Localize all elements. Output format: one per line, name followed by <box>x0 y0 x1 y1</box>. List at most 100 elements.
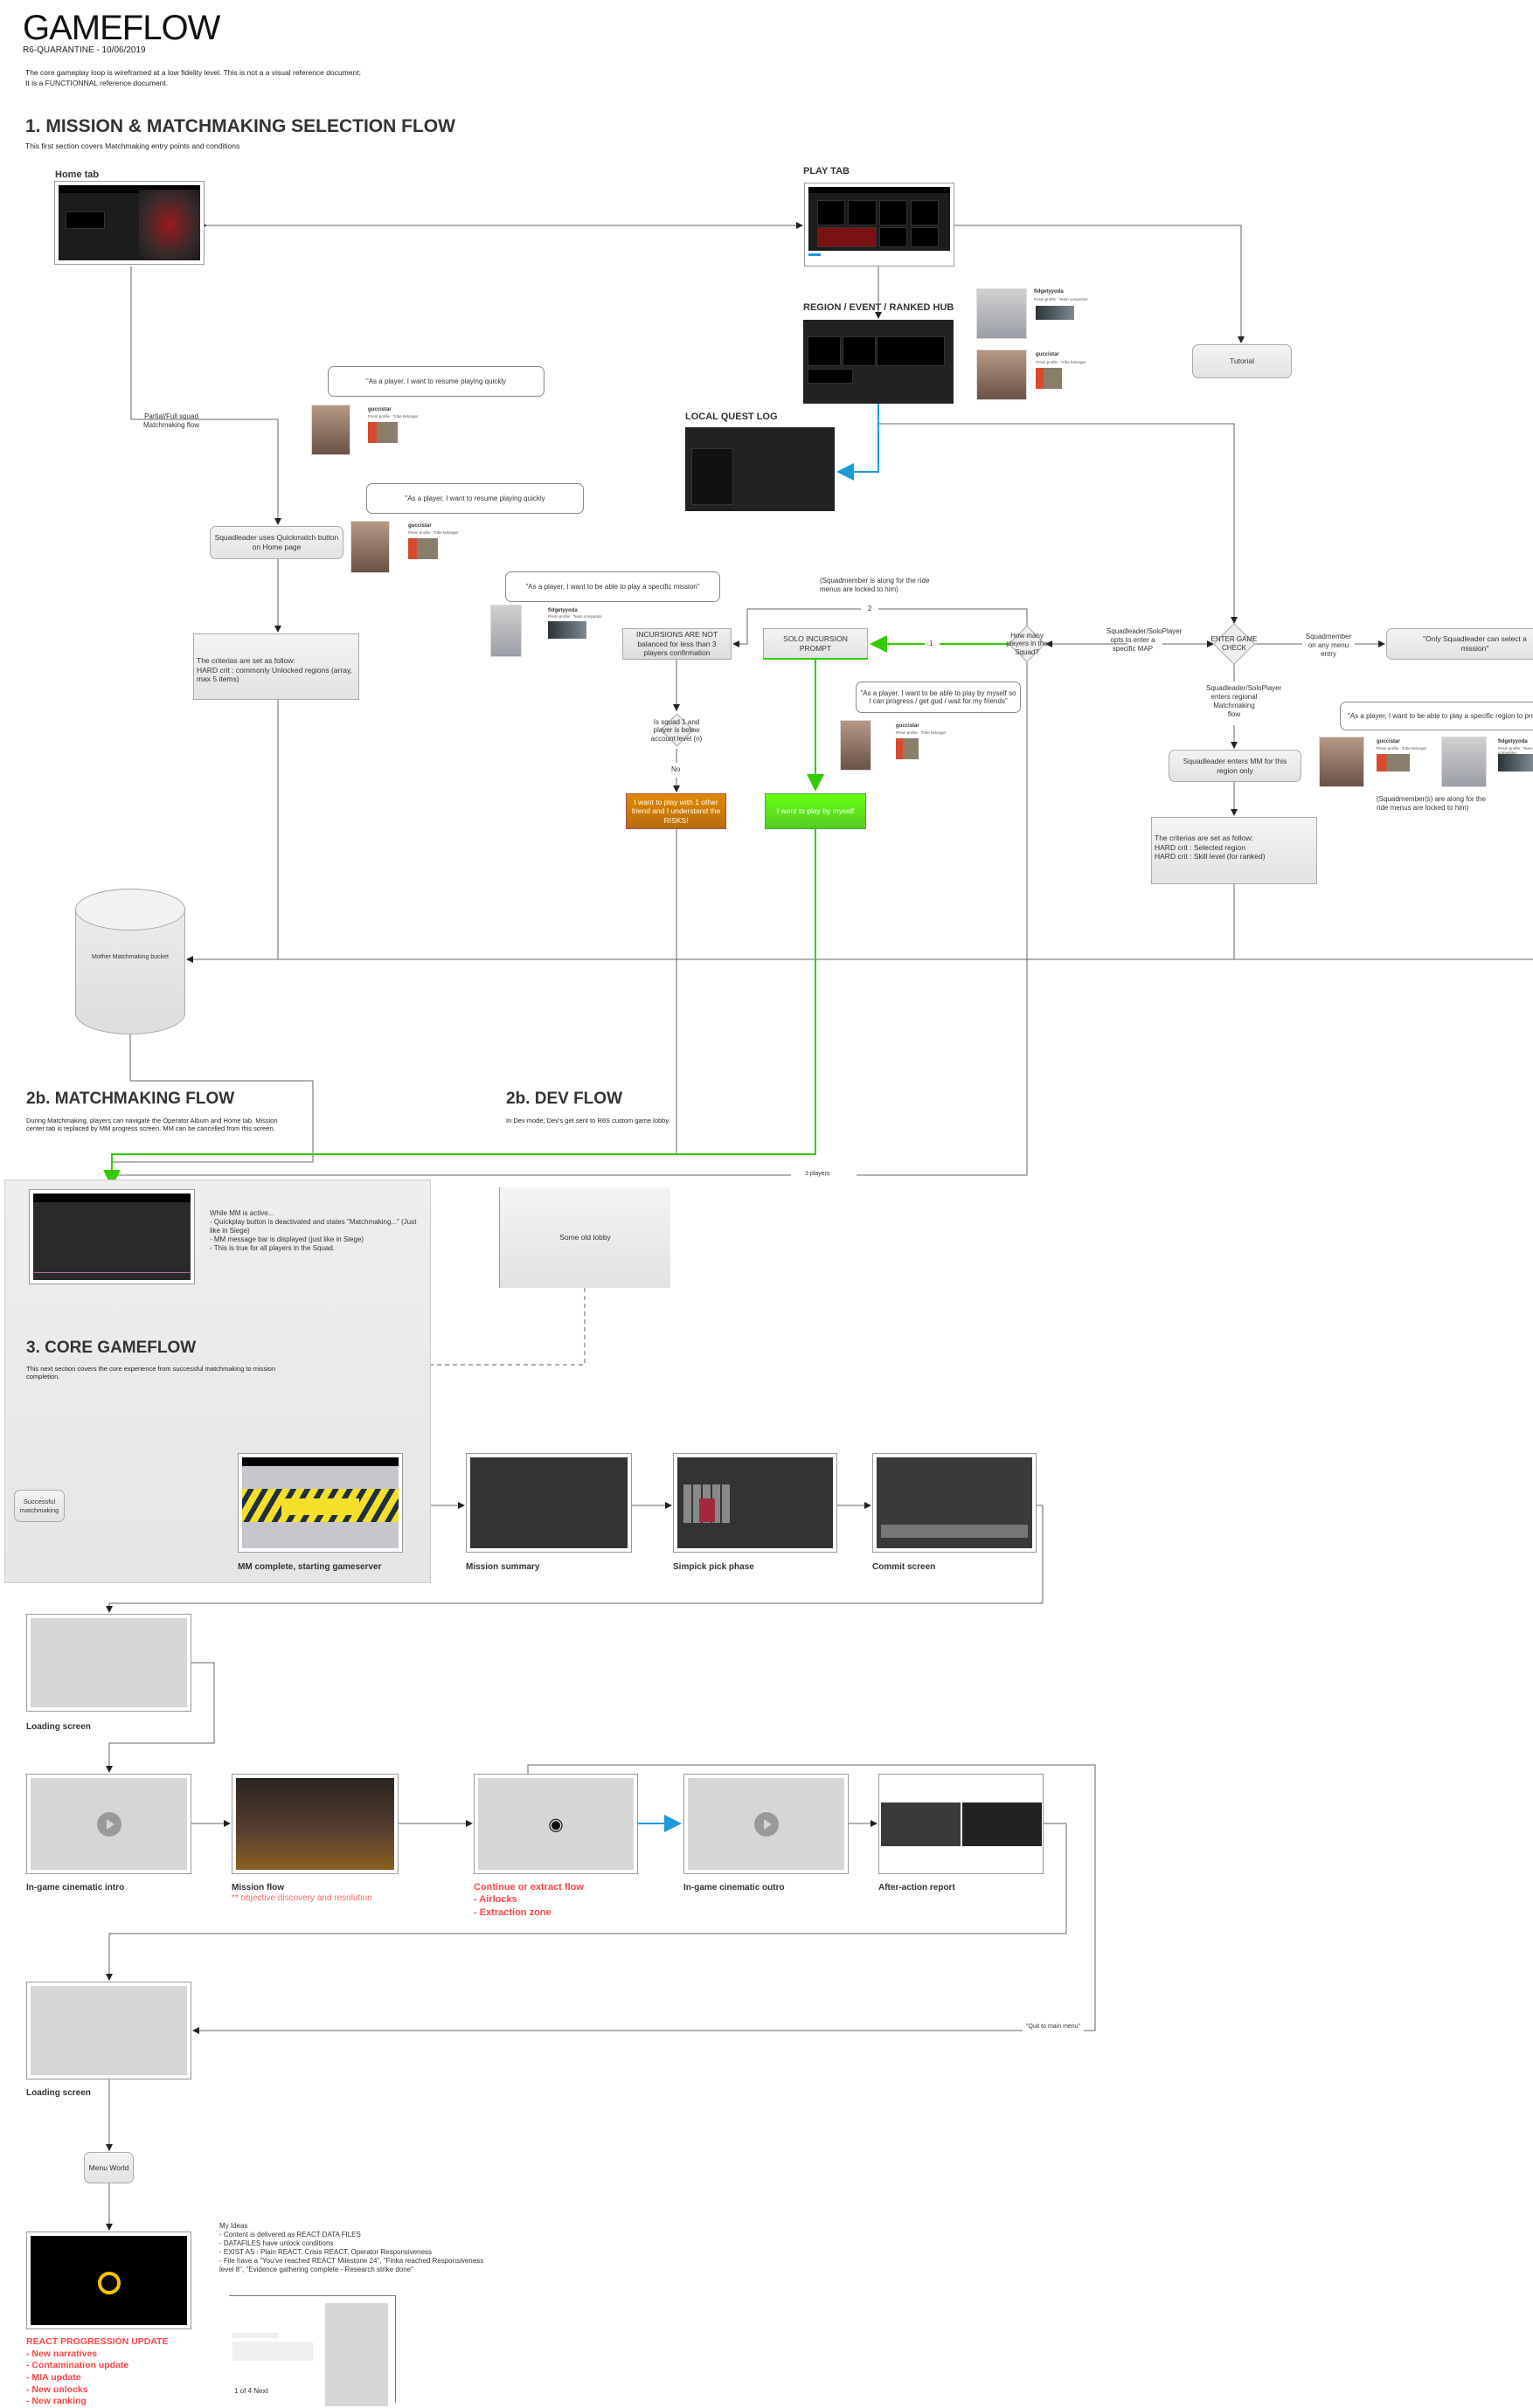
game-thumbnail <box>368 422 398 443</box>
core-gameflow-description: This next section covers the core experi… <box>26 1365 276 1381</box>
avatar-guccistar <box>350 521 390 573</box>
continue-extract-notes: Continue or extract flow - Airlocks - Ex… <box>474 1881 584 1919</box>
play-by-myself-choice[interactable]: I want to play by myself <box>765 793 866 829</box>
loading-screen-2[interactable] <box>26 1982 191 2079</box>
criteria-box-1: The criterias are set as follow: HARD cr… <box>193 633 359 700</box>
dev-flow-title: 2b. DEV FLOW <box>506 1090 622 1108</box>
idea-item: - DATAFILES have unlock conditions <box>219 2239 334 2247</box>
dev-flow-description: In Dev mode, Dev's get sent to R6S custo… <box>506 1117 670 1124</box>
play-with-friend-choice[interactable]: I want to play with 1 other friend and I… <box>626 793 726 829</box>
section-1-description: This first section covers Matchmaking en… <box>25 142 240 150</box>
incursions-not-balanced-node[interactable]: INCURSIONS ARE NOT balanced for less tha… <box>622 628 732 660</box>
avatar-fidgetyyoda <box>1441 737 1487 787</box>
cinematic-intro-screenshot[interactable] <box>26 1774 191 1874</box>
page-title: GAMEFLOW <box>23 9 220 47</box>
persona-name: guccistar <box>1377 739 1400 744</box>
enters-mm-region-node[interactable]: Squadleader enters MM for this region on… <box>1169 750 1301 782</box>
react-title: REACT PROGRESSION UPDATE <box>26 2336 169 2347</box>
mm-flow-description: During Matchmaking, players can navigate… <box>26 1117 278 1133</box>
idea-item: - EXIST AS : Plain REACT, Crisis REACT, … <box>219 2248 433 2256</box>
ideas-title: My Ideas <box>219 2222 248 2230</box>
loading-screen-label: Loading screen <box>26 1722 91 1732</box>
criteria-box-2: The criterias are set as follow: HARD cr… <box>1151 817 1317 884</box>
pager-next-link[interactable]: 1 of 4 Next <box>234 2387 268 2395</box>
cinematic-outro-screenshot[interactable] <box>683 1774 849 1874</box>
criteria-title: The criterias are set as follow: <box>1155 834 1253 842</box>
persona-name: guccistar <box>896 723 919 729</box>
my-ideas-notes: My Ideas - Content is delivered as REACT… <box>219 2222 499 2274</box>
loading-screen-1[interactable] <box>26 1614 191 1712</box>
mother-bucket-label: Mother Matchmaking bucket <box>92 954 169 960</box>
avatar-guccistar <box>976 349 1027 400</box>
mission-flow-screenshot[interactable] <box>232 1774 399 1874</box>
region-hub-label: REGION / EVENT / RANKED HUB <box>803 302 954 313</box>
commit-screenshot[interactable] <box>872 1453 1037 1553</box>
react-progression-screenshot[interactable] <box>26 2232 191 2329</box>
cinematic-outro-label: In-game cinematic outro <box>683 1883 785 1892</box>
persona-profile: Prism profile : Tribe belonger <box>1036 360 1086 364</box>
mm-active-notes: While MM is active... - Quickplay button… <box>210 1209 428 1253</box>
idea-item: - File have a "You've reached REACT Mile… <box>219 2257 484 2273</box>
note-line: - This is true for all players in the Sq… <box>210 1244 336 1252</box>
only-squadleader-node[interactable]: "Only Squadleader can select a mission" <box>1386 628 1533 660</box>
edge-label-quit-main-menu: "Quit to main menu" <box>1023 2024 1084 2031</box>
persona-profile: Prism profile : Team competitor <box>548 614 602 619</box>
mission-summary-screenshot[interactable] <box>466 1453 632 1553</box>
react-item: - Contamination update <box>26 2360 129 2371</box>
mm-complete-screenshot[interactable] <box>238 1453 403 1553</box>
quickmatch-node[interactable]: Squadleader uses Quickmatch button on Ho… <box>210 526 343 559</box>
home-tab-screenshot[interactable] <box>54 181 205 265</box>
quote-resume-quickly-2: "As a player, I want to resume playing q… <box>366 483 584 514</box>
local-quest-log-label: LOCAL QUEST LOG <box>685 412 778 422</box>
edge-label-partial-full-squad: Partial/Full squad Matchmaking flow <box>142 412 200 429</box>
mission-summary-label: Mission summary <box>466 1562 540 1572</box>
edge-label-opts-map: Squadleader/SoloPlayer opts to enter a s… <box>1106 627 1183 653</box>
solo-incursion-prompt-node[interactable]: SOLO INCURSION PROMPT <box>763 628 868 660</box>
mm-flow-title: 2b. MATCHMAKING FLOW <box>26 1090 235 1108</box>
cinematic-intro-label: In-game cinematic intro <box>26 1883 125 1892</box>
persona-profile: Prism profile : Tribe belonger <box>896 730 947 735</box>
persona-profile: Prism profile : Team competitor <box>1034 297 1088 301</box>
edge-label-squadmember-menu: Squadmember on any menu entry <box>1305 633 1352 658</box>
note-line: - Airlocks <box>474 1894 517 1906</box>
enter-game-check-text: ENTER GAME CHECK <box>1210 635 1258 652</box>
mm-complete-label: MM complete, starting gameserver <box>238 1562 382 1572</box>
continue-extract-screenshot[interactable]: ◉ <box>474 1774 638 1874</box>
play-icon <box>753 1811 779 1837</box>
mother-matchmaking-bucket <box>75 889 185 1034</box>
note-line: - Extraction zone <box>474 1906 551 1918</box>
avatar-guccistar <box>311 405 350 455</box>
simpick-screenshot[interactable] <box>673 1453 837 1553</box>
edge-label-no: No <box>671 765 681 774</box>
game-thumbnail <box>1036 306 1074 320</box>
description-line-2: It is a FUNCTIONNAL reference document. <box>25 79 169 87</box>
criteria-line: HARD crit : Selected region <box>1155 842 1245 852</box>
successful-mm-node[interactable]: Successful matchmaking <box>14 1490 65 1522</box>
note-line: While MM is active... <box>210 1209 274 1217</box>
hidden-eye-icon: ◉ <box>548 1815 564 1834</box>
play-tab-screenshot[interactable] <box>804 183 954 266</box>
aar-label: After-action report <box>878 1883 955 1892</box>
after-action-report-screenshot[interactable] <box>878 1774 1044 1874</box>
persona-name: guccistar <box>368 407 392 412</box>
page-subtitle: R6-QUARANTINE - 10/06/2019 <box>23 45 146 55</box>
game-thumbnail <box>1377 754 1410 772</box>
game-thumbnail <box>408 538 438 559</box>
region-hub-screenshot[interactable] <box>803 320 954 404</box>
persona-name: fidgetyyoda <box>1034 289 1064 294</box>
persona-name: guccistar <box>1036 352 1059 357</box>
menu-world-node[interactable]: Menu World <box>84 2152 134 2183</box>
tutorial-node[interactable]: Tutorial <box>1192 344 1292 378</box>
quote-resume-quickly: "As a player, I want to resume playing q… <box>328 366 545 397</box>
old-lobby-node[interactable]: Some old lobby <box>499 1187 670 1288</box>
local-quest-log-screenshot[interactable] <box>685 427 835 511</box>
react-progression-notes: REACT PROGRESSION UPDATE - New narrative… <box>26 2336 169 2408</box>
criteria-title: The criterias are set as follow: <box>197 656 295 665</box>
note-line: Continue or extract flow <box>474 1882 584 1892</box>
quote-specific-mission: "As a player, I want to be able to play … <box>505 571 720 602</box>
mm-progress-screenshot[interactable] <box>29 1189 195 1284</box>
squadmembers-note: (Squadmember(s) are along for the ride m… <box>1377 795 1486 812</box>
criteria-line: HARD crit : commonly Unlocked regions (a… <box>197 665 352 684</box>
edge-label-3-players: 3 players <box>802 1171 833 1179</box>
